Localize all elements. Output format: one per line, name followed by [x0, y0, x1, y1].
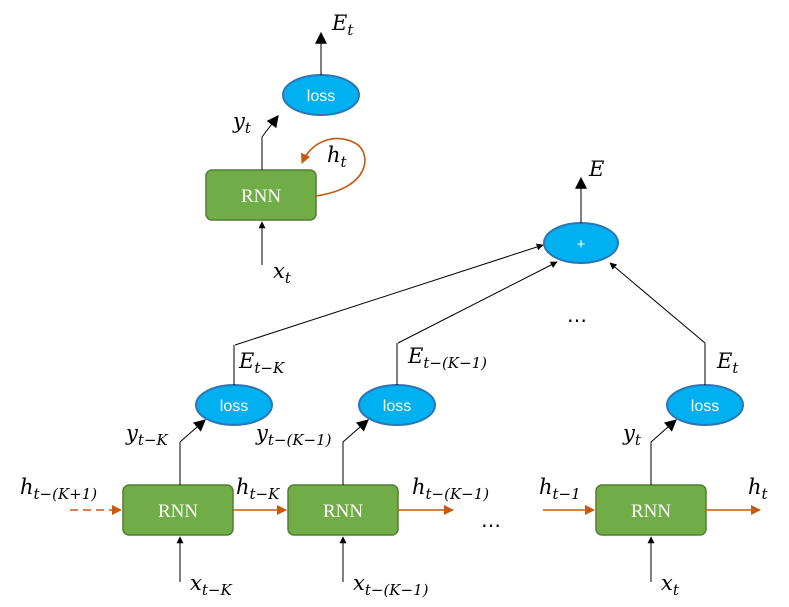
cell2-hidden-out-label: ht−(K−1): [412, 475, 489, 503]
error-to-sum-line-2: [397, 261, 558, 344]
cell1-error-label: Et−K: [238, 349, 285, 377]
cell1-loss-label: loss: [220, 398, 248, 415]
sum-node-group: + E …: [543, 157, 619, 327]
folded-error-label: Et: [331, 11, 354, 39]
folded-hidden-label: ht: [327, 143, 348, 171]
cell3-input-label: xt: [661, 571, 680, 599]
folded-rnn-box: [205, 169, 317, 221]
cell2-output-label: yt−(K−1): [255, 421, 332, 449]
cell3-rnn-label: RNN: [631, 501, 671, 522]
error-ellipsis: …: [567, 303, 587, 327]
cell2-input-label: xt−(K−1): [353, 571, 429, 599]
cell3-hidden-in-label: ht−1: [539, 475, 581, 503]
chain-cell-1: xt−K RNN ht−(K+1) yt−K loss Et−K: [20, 345, 285, 599]
cell2-output-arrow: [342, 419, 369, 485]
cell3-loss-label: loss: [691, 398, 719, 415]
folded-input-label: xt: [273, 259, 292, 287]
folded-rnn: xt RNN ht yt loss Et: [205, 11, 366, 287]
folded-output-arrow: [261, 115, 279, 170]
folded-loss-label: loss: [307, 88, 335, 105]
chain-cell-3: ht−1 xt RNN yt loss Et ht: [539, 343, 769, 599]
cell3-output-arrow: [650, 419, 677, 485]
chain-ellipsis: …: [481, 508, 501, 532]
cell3-hidden-out-label: ht: [748, 475, 769, 503]
cell3-output-label: yt: [622, 421, 642, 449]
sum-label: +: [577, 236, 586, 253]
total-error-label: E: [588, 157, 604, 181]
cell1-hidden-in-label: ht−(K+1): [20, 475, 97, 503]
cell1-output-label: yt−K: [125, 421, 168, 449]
error-to-sum-line-1: [234, 243, 544, 346]
folded-rnn-label: RNN: [241, 186, 281, 207]
cell1-hidden-out-label: ht−K: [236, 475, 280, 503]
cell2-loss-label: loss: [383, 398, 411, 415]
folded-recurrent-loop: [301, 137, 366, 197]
chain-cell-2: xt−(K−1) RNN yt−(K−1) loss Et−(K−1) ht−(…: [255, 343, 489, 599]
cell1-input-label: xt−K: [190, 571, 232, 599]
cell2-error-label: Et−(K−1): [407, 344, 487, 372]
cell3-error-label: Et: [716, 349, 739, 377]
cell1-output-arrow: [179, 419, 206, 485]
cell2-rnn-label: RNN: [323, 501, 363, 522]
cell1-rnn-label: RNN: [158, 501, 198, 522]
folded-output-label: yt: [232, 109, 252, 137]
error-to-sum-line-3: [609, 262, 706, 344]
